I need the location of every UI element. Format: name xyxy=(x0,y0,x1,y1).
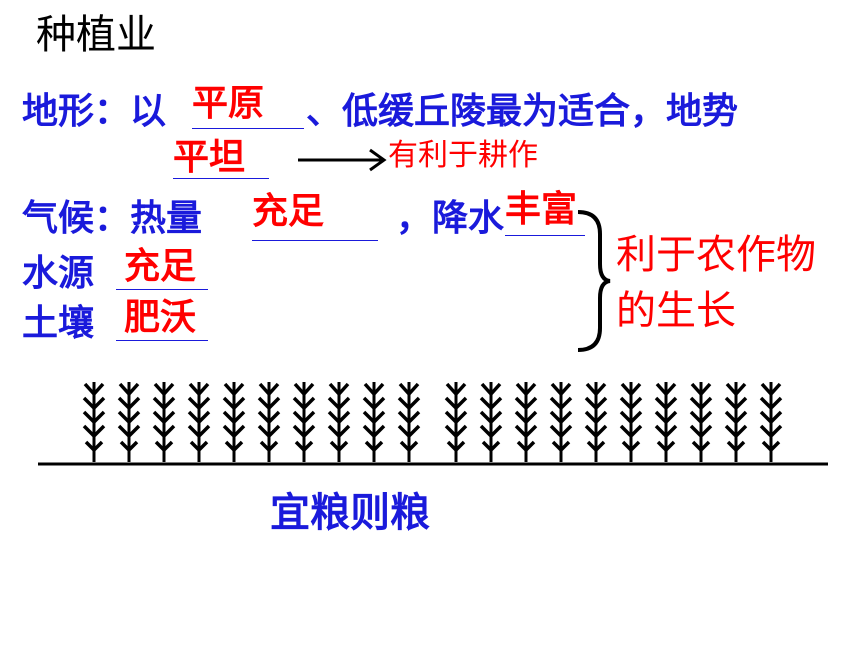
arrow-right-icon xyxy=(298,148,387,172)
wheat-stalk-icon xyxy=(584,380,608,464)
terrain-label: 地形：以 xyxy=(22,91,167,132)
wheat-stalk-icon xyxy=(619,380,643,464)
wheat-stalk-icon xyxy=(549,380,573,464)
wheat-stalk-icon xyxy=(257,380,281,464)
water-label: 水源 xyxy=(22,253,95,294)
soil-answer: 肥沃 xyxy=(124,297,197,338)
wheat-stalk-icon xyxy=(152,380,176,464)
wheat-field-illustration xyxy=(38,380,828,466)
climate-blank-heat xyxy=(252,240,378,241)
wheat-stalk-icon xyxy=(292,380,316,464)
water-answer: 充足 xyxy=(124,246,197,287)
wheat-stalk-icon xyxy=(327,380,351,464)
brace-note-line2: 的生长 xyxy=(616,288,736,334)
terrain-answer-flat: 平坦 xyxy=(173,137,246,178)
wheat-stalk-icon xyxy=(82,380,106,464)
wheat-stalk-icon xyxy=(117,380,141,464)
terrain-blank-2 xyxy=(173,178,269,179)
terrain-effect: 有利于耕作 xyxy=(388,138,538,173)
wheat-stalk-icon xyxy=(222,380,246,464)
crop-row xyxy=(82,380,783,464)
climate-blank-rain xyxy=(505,235,585,236)
wheat-stalk-icon xyxy=(397,380,421,464)
soil-label: 土壤 xyxy=(22,303,95,344)
terrain-answer-plain: 平原 xyxy=(192,83,265,124)
wheat-stalk-icon xyxy=(654,380,678,464)
soil-blank xyxy=(116,340,208,341)
wheat-stalk-icon xyxy=(724,380,748,464)
terrain-blank-1 xyxy=(192,128,304,129)
wheat-stalk-icon xyxy=(514,380,538,464)
climate-rain-label: ，降水 xyxy=(396,198,505,239)
climate-answer-rain: 丰富 xyxy=(505,189,578,230)
water-blank xyxy=(116,289,208,290)
wheat-stalk-icon xyxy=(444,380,468,464)
brace-note-line1: 利于农作物 xyxy=(616,232,816,278)
page-title: 种植业 xyxy=(36,12,156,58)
climate-label: 气候：热量 xyxy=(22,198,203,239)
climate-answer-heat: 充足 xyxy=(252,191,325,232)
wheat-stalk-icon xyxy=(362,380,386,464)
wheat-stalk-icon xyxy=(689,380,713,464)
caption: 宜粮则粮 xyxy=(270,490,430,536)
wheat-stalk-icon xyxy=(759,380,783,464)
wheat-stalk-icon xyxy=(187,380,211,464)
wheat-stalk-icon xyxy=(479,380,503,464)
right-curly-brace-icon xyxy=(577,210,611,352)
terrain-middle-text: 、低缓丘陵最为适合，地势 xyxy=(306,91,739,132)
